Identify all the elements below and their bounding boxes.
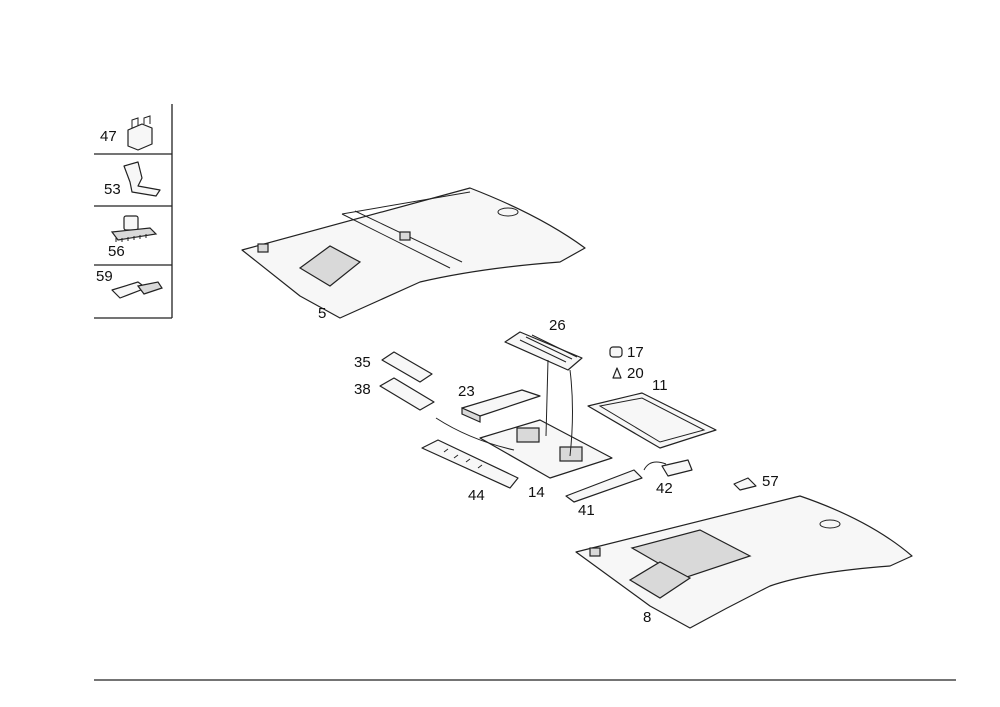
legend-row-56: 56	[108, 215, 158, 260]
callout-23: 23	[458, 383, 475, 400]
fastener-part-17	[609, 346, 623, 358]
headliner-part-5	[241, 187, 586, 319]
callout-42: 42	[656, 480, 673, 497]
callout-11: 11	[652, 377, 668, 394]
legend-box: 47 53 56 59	[94, 104, 173, 319]
callout-26: 26	[549, 317, 566, 334]
frame-part-11	[587, 392, 717, 449]
legend-label-47: 47	[100, 128, 117, 145]
callout-14: 14	[528, 484, 545, 501]
clip-icon	[127, 115, 153, 151]
bracket-part-42	[643, 459, 693, 477]
pad-part-23	[461, 389, 541, 423]
legend-row-53: 53	[104, 161, 161, 198]
fastener-part-20	[612, 367, 622, 379]
callout-38: 38	[354, 381, 371, 398]
callout-57: 57	[762, 473, 779, 490]
callout-35: 35	[354, 354, 371, 371]
fastener-clip-icon	[110, 215, 158, 242]
cable-clip-icon	[111, 281, 163, 299]
callout-17: 17	[627, 344, 644, 361]
cover-part-35	[381, 351, 433, 383]
callout-20: 20	[627, 365, 644, 382]
clip-part-57	[733, 477, 757, 491]
callout-8: 8	[643, 609, 651, 626]
callout-44: 44	[468, 487, 485, 504]
cover-part-38	[379, 377, 435, 411]
legend-label-59: 59	[96, 268, 113, 285]
legend-row-47: 47	[100, 115, 153, 151]
callout-41: 41	[578, 502, 595, 519]
bracket-icon	[123, 161, 161, 197]
legend-row-59: 59	[96, 268, 163, 299]
legend-label-53: 53	[104, 181, 121, 198]
rail-part-44	[421, 439, 519, 489]
callout-5: 5	[318, 305, 326, 322]
grille-part-26	[504, 331, 583, 371]
legend-label-56: 56	[108, 243, 125, 260]
headliner-part-8	[575, 495, 913, 629]
strip-part-41	[565, 469, 643, 503]
panel-part-14	[435, 359, 613, 479]
